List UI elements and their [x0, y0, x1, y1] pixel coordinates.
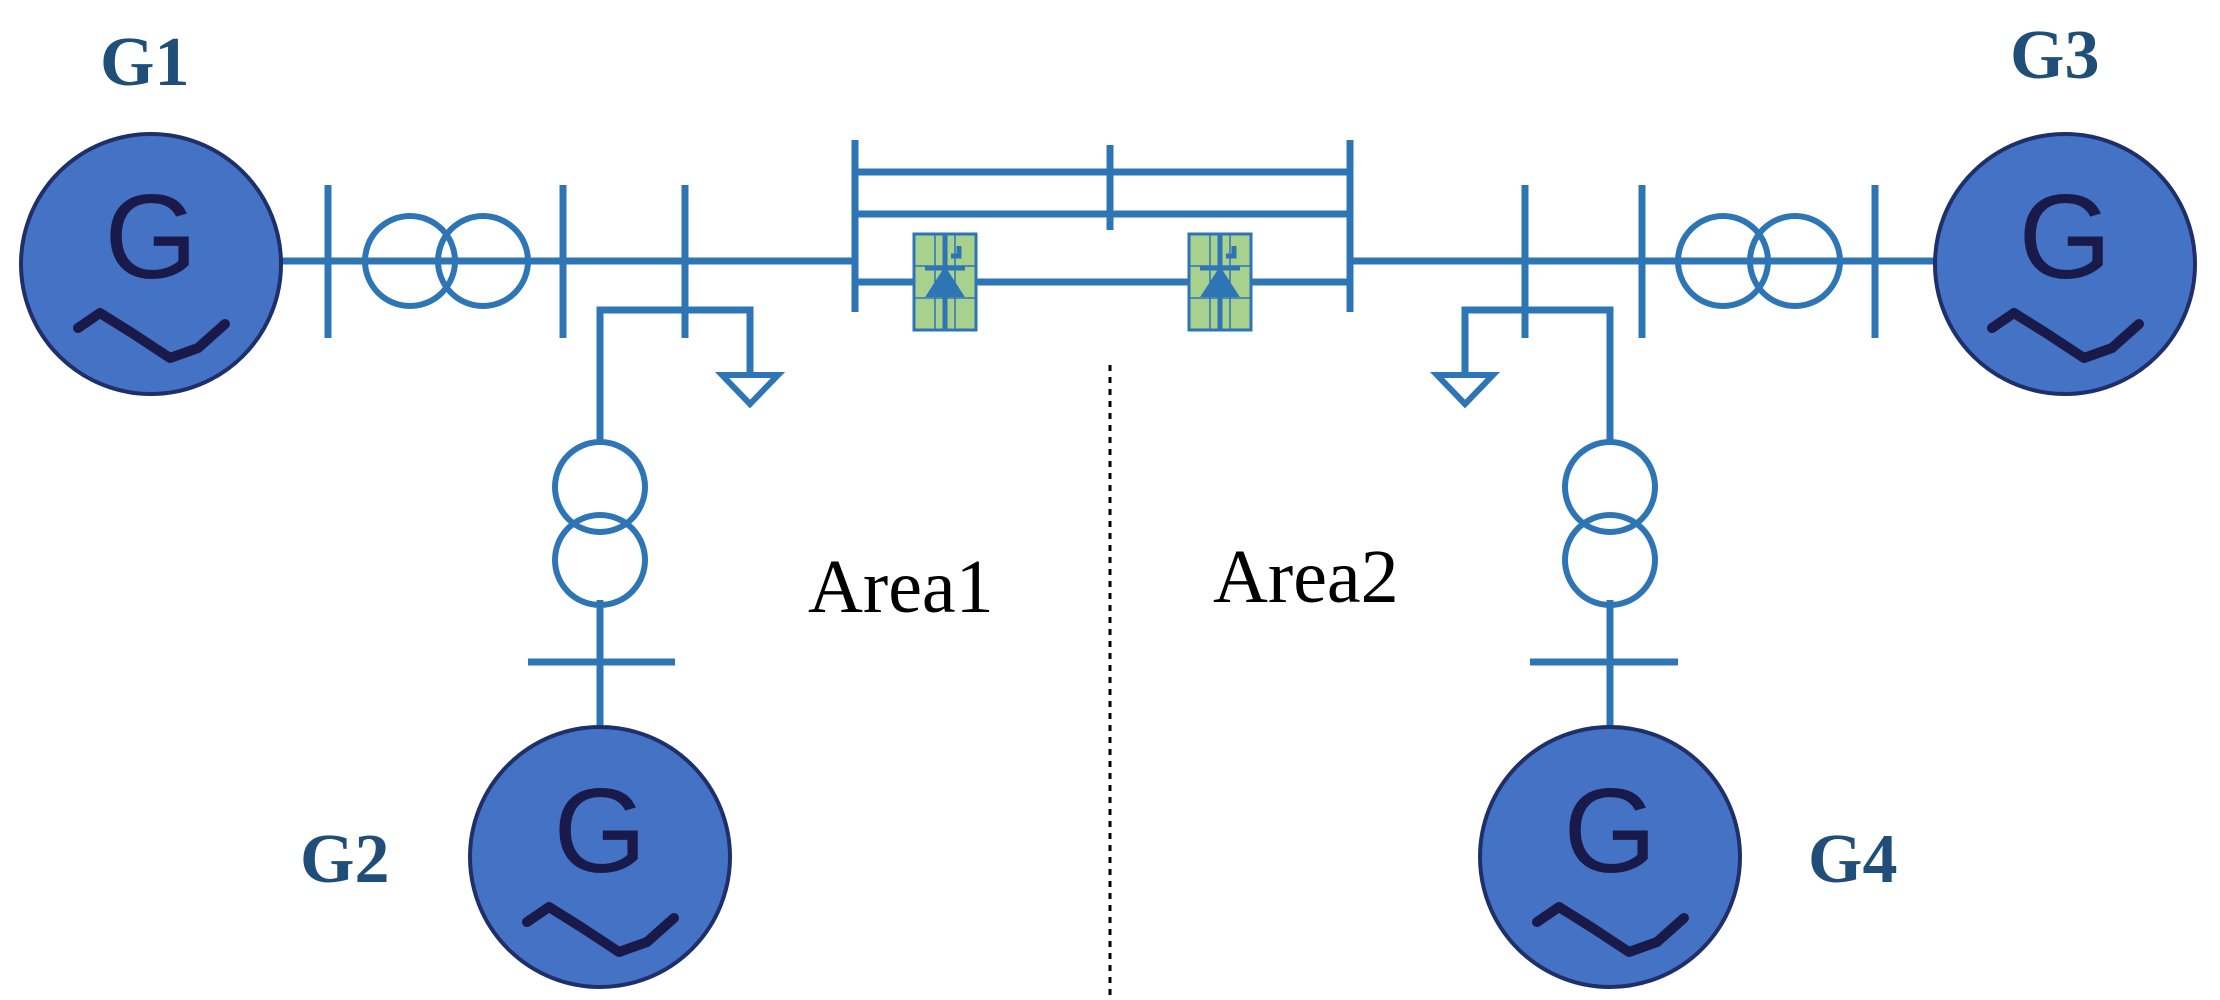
- transformer-icon: [1675, 213, 1843, 309]
- svg-text:G: G: [2018, 170, 2111, 304]
- transformer-icon: [552, 439, 648, 608]
- area-label-2: Area2: [1213, 535, 1399, 619]
- svg-text:G: G: [553, 764, 646, 898]
- generator-icon: G: [468, 725, 732, 989]
- load-triangle-icon: [714, 372, 786, 409]
- transformer-icon: [362, 213, 531, 309]
- buses: [324, 140, 1879, 666]
- load-triangle-icon: [1429, 372, 1501, 409]
- generator-label-g1: G1: [100, 24, 189, 101]
- svg-text:G: G: [1563, 764, 1656, 898]
- generator-icon: G: [1933, 132, 2197, 396]
- thyristor-icon: [912, 232, 978, 332]
- generator-icon: G: [19, 132, 283, 396]
- thyristor-icon: [1187, 232, 1253, 332]
- generator-label-g3: G3: [2010, 17, 2099, 94]
- generator-label-g2: G2: [300, 821, 389, 898]
- svg-text:G: G: [104, 170, 197, 304]
- transformer-icon: [1562, 439, 1658, 608]
- area-label-1: Area1: [808, 545, 994, 629]
- generator-icon: G: [1478, 725, 1742, 989]
- generator-label-g4: G4: [1808, 821, 1897, 898]
